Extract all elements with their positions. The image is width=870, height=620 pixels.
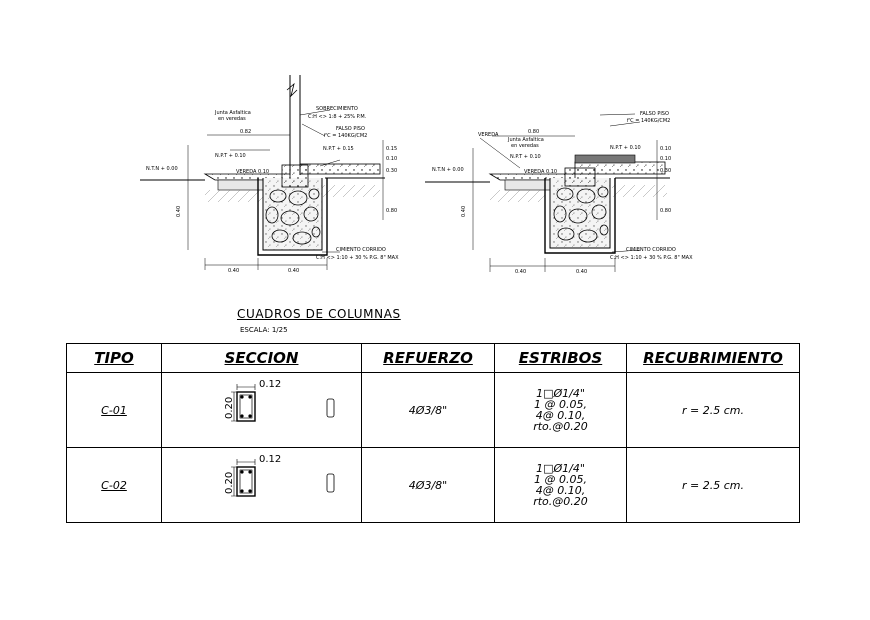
right-vereda-label: VEREDA 0.10	[524, 169, 557, 175]
right-vdim-1: 0.10	[660, 146, 671, 152]
header-recubrimiento: RECUBRIMIENTO	[626, 343, 800, 373]
right-vdim-4: 0.80	[660, 208, 671, 214]
estribo-line: 1 @ 0.05,	[534, 398, 587, 411]
section-height-dim: 0.20	[224, 472, 235, 494]
stirrup-icon	[326, 398, 335, 418]
estribo-line: 4@ 0.10,	[535, 484, 586, 497]
left-cimiento-mix-label: C:H <> 1:10 + 30 % P.G. 8" MAX	[316, 255, 399, 261]
row-estribos: 1□Ø1/4" 1 @ 0.05, 4@ 0.10, rto.@0.20	[494, 372, 627, 448]
row-recubrimiento: r = 2.5 cm.	[626, 447, 800, 523]
columns-table: TIPO SECCION REFUERZO ESTRIBOS RECUBRIMI…	[66, 343, 800, 523]
left-fc-label: f'C = 140KG/CM2	[324, 133, 367, 139]
right-npt-right-label: N.P.T + 0.10	[610, 145, 641, 151]
left-foundation-detail: Junta Asfaltica en veredas SOBRECIMIENTO…	[140, 75, 399, 274]
right-junta-label-2: en veredas	[511, 143, 539, 149]
right-cimiento-label: CIMIENTO CORRIDO	[626, 247, 676, 253]
section-height-dim: 0.20	[224, 397, 235, 419]
row-tipo: C-02	[66, 447, 162, 523]
left-base-dim-1: 0.40	[228, 268, 239, 274]
column-section-drawing: 0.12 0.20	[224, 454, 335, 497]
left-vdim-3: 0.30	[386, 168, 397, 174]
left-height-dim: 0.40	[176, 206, 182, 217]
right-vdim-2: 0.10	[660, 156, 671, 162]
right-base-dim-1: 0.40	[515, 269, 526, 275]
left-cimiento-label: CIMIENTO CORRIDO	[336, 247, 386, 253]
left-falso-piso-label: FALSO PISO	[336, 126, 365, 132]
left-base-dim-2: 0.40	[288, 268, 299, 274]
table-row: C-01 0.12 0.20 4Ø3/8" 1□Ø1/4" 1 @ 0.05, …	[66, 372, 800, 448]
right-vereda-tag: VEREDA	[478, 132, 499, 138]
foundation-details-drawing: Junta Asfaltica en veredas SOBRECIMIENTO…	[140, 75, 693, 275]
estribo-line: rto.@0.20	[533, 495, 588, 508]
junta-label-2: en veredas	[218, 116, 246, 122]
estribo-line: 1 @ 0.05,	[534, 473, 587, 486]
right-fc-label: f'C = 140KG/CM2	[627, 118, 670, 124]
right-height-dim: 0.40	[461, 206, 467, 217]
table-header-row: TIPO SECCION REFUERZO ESTRIBOS RECUBRIMI…	[66, 343, 800, 373]
row-refuerzo: 4Ø3/8"	[361, 372, 495, 448]
row-recubrimiento: r = 2.5 cm.	[626, 372, 800, 448]
sobrecimiento-label: SOBRECIMIENTO	[316, 106, 358, 112]
sobrecimiento-mix-label: C:H <> 1:8 + 25% P.M.	[308, 114, 367, 120]
header-estribos: ESTRIBOS	[494, 343, 627, 373]
left-vdim-2: 0.10	[386, 156, 397, 162]
right-foundation-detail: FALSO PISO f'C = 140KG/CM2 0.80 VEREDA J…	[425, 111, 693, 275]
right-falso-piso-label: FALSO PISO	[640, 111, 669, 117]
header-tipo: TIPO	[66, 343, 162, 373]
row-refuerzo: 4Ø3/8"	[361, 447, 495, 523]
table-scale: ESCALA: 1/25	[240, 326, 288, 334]
left-top-dim: 0.82	[240, 129, 251, 135]
right-vdim-3: 0.30	[660, 168, 671, 174]
right-ntn-label: N.T.N + 0.00	[432, 167, 464, 173]
estribo-line: 1□Ø1/4"	[536, 387, 585, 400]
section-width-dim: 0.12	[259, 454, 281, 465]
header-refuerzo: REFUERZO	[361, 343, 495, 373]
column-section-drawing: 0.12 0.20	[224, 379, 335, 422]
section-width-dim: 0.12	[259, 379, 281, 390]
estribo-line: 4@ 0.10,	[535, 409, 586, 422]
header-seccion: SECCION	[161, 343, 362, 373]
left-vdim-4: 0.80	[386, 208, 397, 214]
row-seccion: 0.12 0.20	[161, 372, 362, 448]
left-ntn-label: N.T.N + 0.00	[146, 166, 178, 172]
row-tipo: C-01	[66, 372, 162, 448]
row-seccion: 0.12 0.20	[161, 447, 362, 523]
left-vereda-label: VEREDA 0.10	[236, 169, 269, 175]
right-top-dim: 0.80	[528, 129, 539, 135]
estribo-line: rto.@0.20	[533, 420, 588, 433]
right-base-dim-2: 0.40	[576, 269, 587, 275]
right-junta-label: Junta Asfaltica	[507, 137, 544, 143]
junta-label: Junta Asfaltica	[214, 110, 251, 116]
left-npt-left-label: N.P.T + 0.10	[215, 153, 246, 159]
right-npt-left-label: N.P.T + 0.10	[510, 154, 541, 160]
table-title: CUADROS DE COLUMNAS	[237, 307, 401, 321]
left-vdim-1: 0.15	[386, 146, 397, 152]
table-row: C-02 0.12 0.20 4Ø3/8" 1□Ø1/4" 1 @ 0.05, …	[66, 447, 800, 523]
right-cimiento-mix-label: C:H <> 1:10 + 30 % P.G. 8" MAX	[610, 255, 693, 261]
estribo-line: 1□Ø1/4"	[536, 462, 585, 475]
row-estribos: 1□Ø1/4" 1 @ 0.05, 4@ 0.10, rto.@0.20	[494, 447, 627, 523]
left-npt-right-label: N.P.T + 0.15	[323, 146, 354, 152]
stirrup-icon	[326, 473, 335, 493]
